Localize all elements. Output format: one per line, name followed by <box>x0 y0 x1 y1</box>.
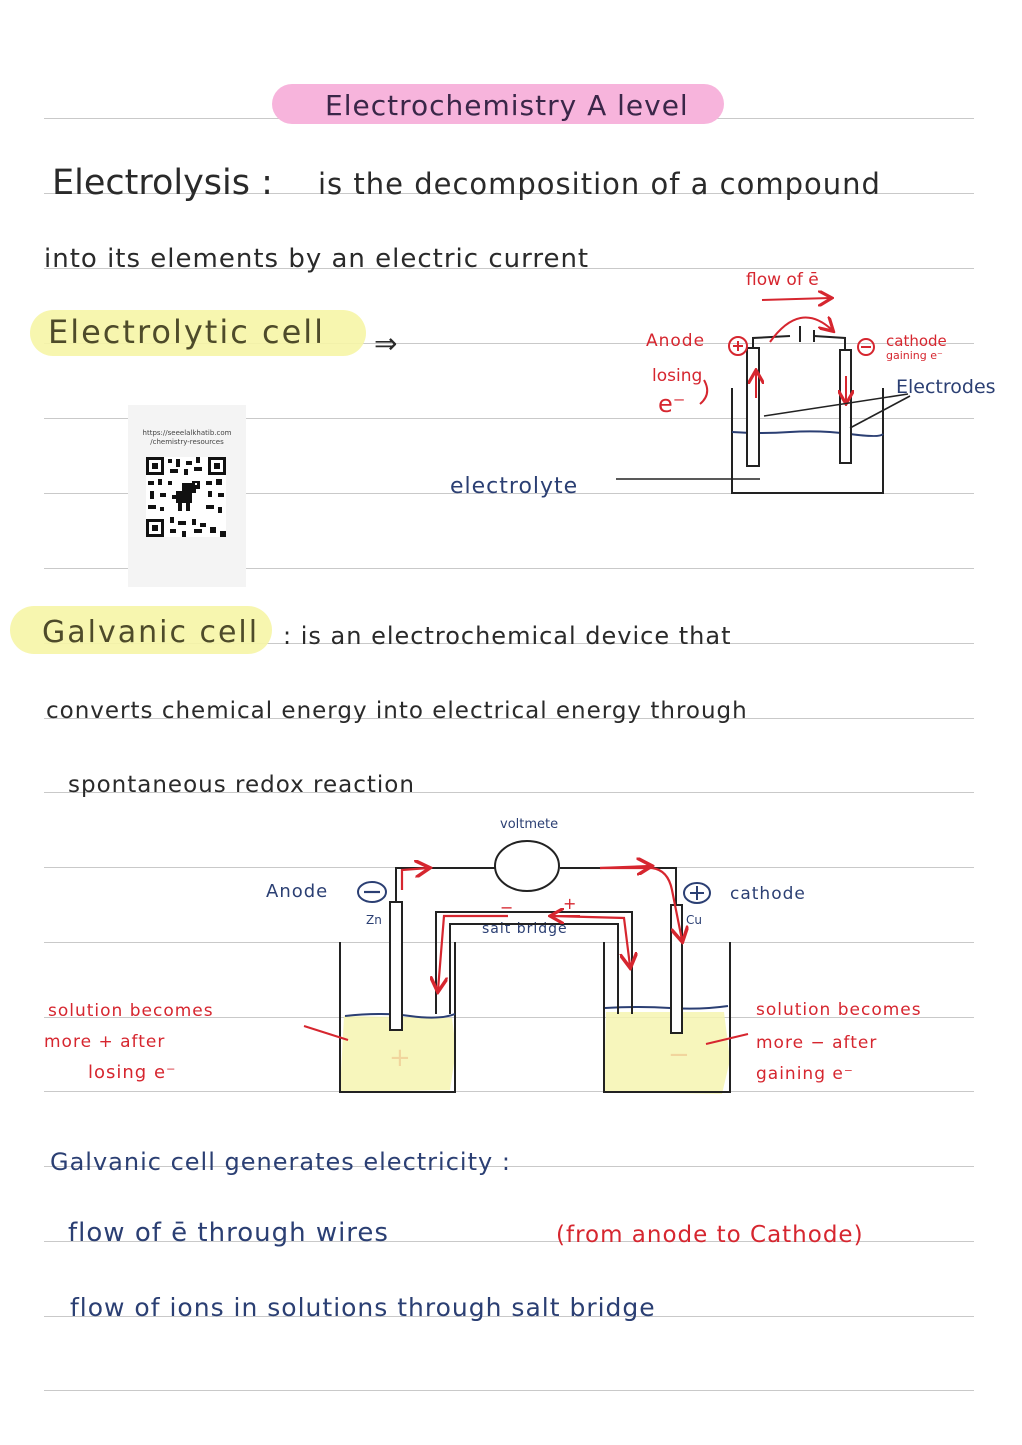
summary-line3: flow of ions in solutions through salt b… <box>70 1293 656 1322</box>
summary-line2-part2: (from anode to Cathode) <box>556 1222 864 1248</box>
electrolyte-label: electrolyte <box>450 474 579 499</box>
title-highlight <box>272 84 724 124</box>
anode-plus-icon <box>728 336 748 356</box>
electrolytic-cell-diagram <box>616 298 911 494</box>
cathode-minus-icon <box>857 338 875 356</box>
electron-flow-label: flow of ē <box>746 270 819 290</box>
anode-label: Anode <box>646 331 706 351</box>
ruled-line <box>44 1390 974 1391</box>
qr-code-icon <box>146 457 226 537</box>
ruled-line <box>44 193 974 194</box>
salt-bridge-label: salt bridge <box>482 921 568 937</box>
galvanic-cathode-label: cathode <box>730 884 806 904</box>
ruled-line <box>44 343 974 344</box>
ruled-line <box>44 493 974 494</box>
wire-right <box>560 867 677 905</box>
voltmeter-label: voltmete <box>500 817 559 832</box>
electrolysis-definition-line2: into its elements by an electric current <box>44 244 590 274</box>
right-beaker <box>603 942 731 1093</box>
electrolytic-cathode-electrode <box>839 349 852 464</box>
galvanic-definition-line3: spontaneous redox reaction <box>68 772 415 798</box>
electrodes-pointer-1 <box>763 393 909 417</box>
cathode-label: cathode <box>886 332 947 350</box>
electrolyte-surface <box>731 430 884 437</box>
salt-bridge-inner <box>449 923 619 1014</box>
electrolytic-highlight <box>30 310 366 356</box>
page-title: Electrochemistry A level <box>325 89 689 122</box>
qr-url-line1: https://seeelalkhatib.com <box>142 429 232 437</box>
cu-electrode <box>670 904 683 1034</box>
cathode-sublabel: gaining e⁻ <box>886 349 943 362</box>
galvanic-definition-line1: : is an electrochemical device that <box>283 622 732 650</box>
galvanic-cell-diagram <box>303 840 749 1094</box>
left-beaker <box>339 942 456 1093</box>
electron-flow-arrow <box>769 318 832 343</box>
qr-url: https://seeelalkhatib.com /chemistry-res… <box>128 429 246 447</box>
left-note-line1: solution becomes <box>48 1001 214 1021</box>
voltmeter-icon <box>494 840 560 892</box>
electrolytic-cell-heading: Electrolytic cell <box>48 313 326 351</box>
right-note-line2: more − after <box>756 1033 878 1053</box>
ruled-line <box>44 643 974 644</box>
qr-code-card[interactable]: https://seeelalkhatib.com /chemistry-res… <box>128 405 246 587</box>
ruled-line <box>44 568 974 569</box>
right-note-pointer <box>705 1033 749 1045</box>
losing-electron: e⁻ <box>658 390 686 418</box>
losing-label: losing <box>652 366 703 386</box>
right-solution-level <box>604 1005 729 1010</box>
right-note-line3: gaining e⁻ <box>756 1064 854 1084</box>
qr-url-line2: /chemistry-resources <box>150 438 224 446</box>
right-solution-shading <box>604 1012 730 1094</box>
anode-metal: Zn <box>366 913 382 927</box>
ruled-line <box>44 1166 974 1167</box>
galvanic-cell-heading: Galvanic cell <box>42 615 260 650</box>
electrolysis-term: Electrolysis : <box>52 163 273 203</box>
ruled-line <box>44 942 974 943</box>
left-note-line2: more + after <box>44 1032 166 1052</box>
right-note-line1: solution becomes <box>756 1000 922 1020</box>
electrolytic-wire-left <box>752 335 791 348</box>
electron-flow-arrow-left <box>400 868 428 890</box>
electrolysis-definition-line1: is the decomposition of a compound <box>318 167 881 201</box>
ruled-line <box>44 1091 974 1092</box>
left-solution-shading <box>340 1016 456 1092</box>
electrolytic-beaker <box>731 388 884 494</box>
ruled-line <box>44 718 974 719</box>
galvanic-highlight <box>10 606 272 654</box>
electrodes-label: Electrodes <box>896 376 996 398</box>
wire-right-red <box>599 866 650 868</box>
galvanic-cathode-plus-icon <box>683 882 711 904</box>
summary-line1: Galvanic cell generates electricity : <box>50 1148 511 1176</box>
ruled-line <box>44 792 974 793</box>
ruled-line <box>44 1241 974 1242</box>
zn-electrode <box>389 901 403 1031</box>
salt-bridge-outer <box>435 911 633 1014</box>
left-note-pointer <box>303 1025 349 1041</box>
galvanic-definition-line2: converts chemical energy into electrical… <box>46 698 748 724</box>
wire-left <box>395 867 496 902</box>
electron-flow-arrow-right <box>600 866 682 940</box>
ruled-line <box>44 268 974 269</box>
left-note-line3: losing e⁻ <box>88 1062 177 1083</box>
ruled-line <box>44 418 974 419</box>
bridge-plus: + <box>563 894 577 913</box>
electrolytic-anode-electrode <box>746 347 760 467</box>
anion-flow-arrow <box>438 914 508 990</box>
galvanic-anode-label: Anode <box>266 881 329 902</box>
electrodes-pointer-2 <box>849 395 911 429</box>
flow-arrow-top <box>761 298 830 300</box>
ruled-line <box>44 1316 974 1317</box>
cathode-metal: Cu <box>686 913 702 927</box>
implies-arrow: ⇒ <box>374 327 398 360</box>
summary-line2-part1: flow of ē through wires <box>68 1218 389 1248</box>
galvanic-anode-minus-icon <box>357 881 387 903</box>
left-solution-level <box>344 1013 456 1019</box>
electrolytic-wire-right <box>813 335 846 350</box>
ruled-line <box>44 1017 974 1018</box>
